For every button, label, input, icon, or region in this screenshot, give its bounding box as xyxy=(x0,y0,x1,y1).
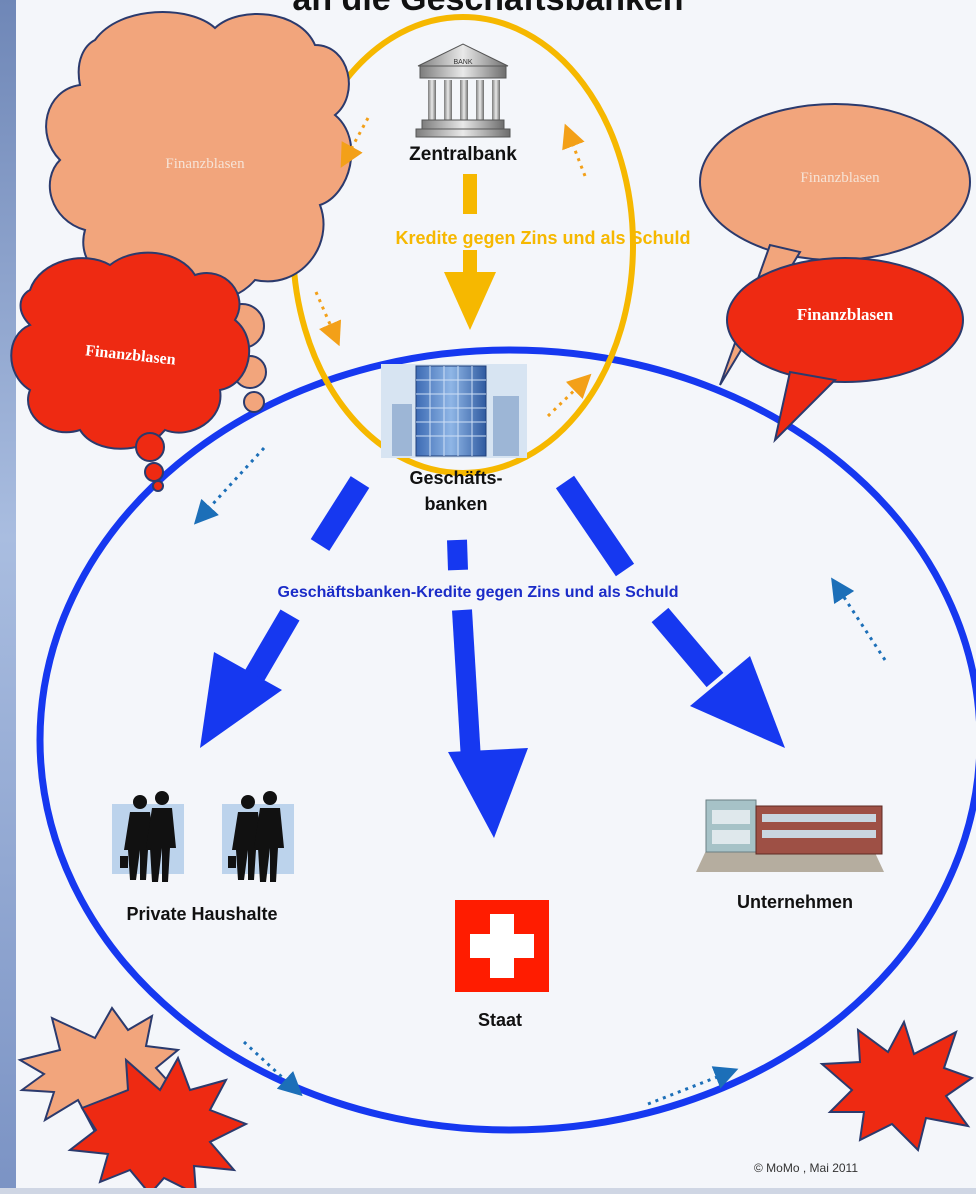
explosion-bottom-right xyxy=(819,1019,975,1152)
arrow-to-private-households xyxy=(200,476,370,748)
dotted-flow-arrows xyxy=(193,117,887,1106)
finanzblasen-speech-red-right: Finanzblasen xyxy=(726,257,964,444)
arrow-to-state xyxy=(447,539,528,838)
slide-left-edge xyxy=(0,0,16,1194)
central-to-commercial-arrow xyxy=(444,174,496,330)
geschaeftsbanken-label-line2: banken xyxy=(424,494,487,514)
arrow-to-companies xyxy=(555,475,785,748)
header-title: an die Geschäftsbanken xyxy=(292,0,683,18)
private-haushalte-label: Private Haushalte xyxy=(126,904,277,924)
bank-icon-text: BANK xyxy=(453,59,472,66)
speech-red-right-label: Finanzblasen xyxy=(797,305,894,324)
money-circle-outline xyxy=(36,346,976,1134)
kredite-banken-label: Geschäftsbanken-Kredite gegen Zins und a… xyxy=(278,584,679,601)
slide-bottom-edge xyxy=(0,1188,976,1194)
finanzblasen-cloud-red-left: Finanzblasen xyxy=(10,251,251,492)
geschaeftsbanken-label-line1: Geschäfts- xyxy=(409,468,502,488)
kredite-zentral-label: Kredite gegen Zins und als Schuld xyxy=(395,228,690,248)
zentralbank-label: Zentralbank xyxy=(409,144,517,165)
speech-top-right-label: Finanzblasen xyxy=(800,170,880,186)
explosion-bottom-left xyxy=(17,1006,249,1194)
unternehmen-label: Unternehmen xyxy=(737,892,853,912)
business-people-icon xyxy=(112,791,184,882)
swiss-flag-icon xyxy=(455,900,549,992)
copyright-text: © MoMo , Mai 2011 xyxy=(754,1161,858,1175)
company-building-icon xyxy=(696,799,884,872)
staat-label: Staat xyxy=(478,1010,522,1030)
bank-building-icon: BANK xyxy=(415,43,511,138)
business-people-icon xyxy=(222,791,294,882)
cloud-top-left-label: Finanzblasen xyxy=(165,156,245,172)
office-tower-icon xyxy=(381,364,527,458)
